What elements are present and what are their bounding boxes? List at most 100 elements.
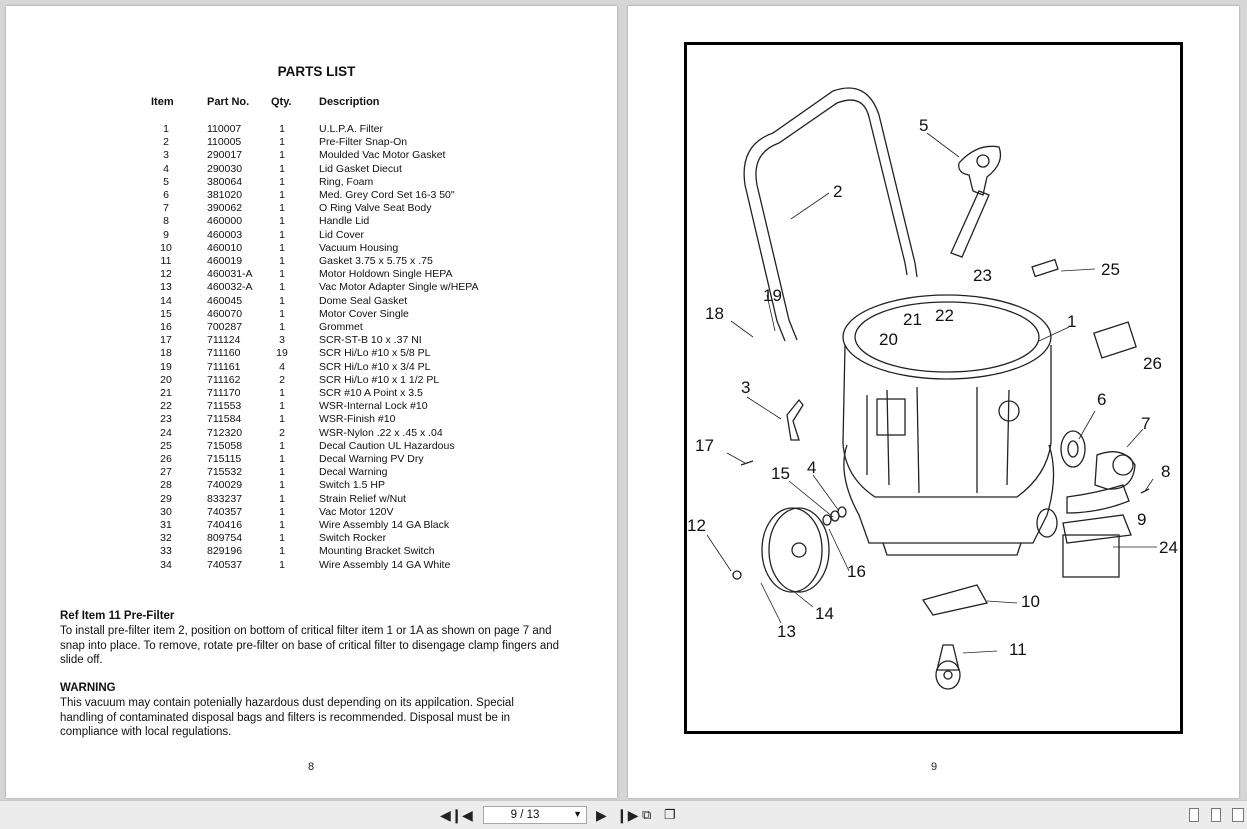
parts-list-title: PARTS LIST	[277, 64, 356, 79]
part-quantity: 2	[279, 373, 285, 386]
part-quantity: 1	[279, 505, 285, 518]
part-item-number: 19	[160, 360, 172, 373]
part-number: 380064	[207, 175, 243, 188]
part-number: 711162	[207, 373, 241, 386]
part-item-number: 31	[160, 519, 172, 531]
part-number: 711124	[207, 334, 241, 347]
callout-17: 17	[695, 436, 714, 455]
warning-heading: WARNING	[60, 682, 116, 694]
part-description: Med. Grey Cord Set 16-3 50"	[319, 189, 455, 201]
part-number: 712320	[207, 426, 243, 439]
part-description: Motor Holdown Single HEPA	[319, 268, 453, 281]
part-description: Dome Seal Gasket	[319, 294, 408, 307]
part-description: Vacuum Housing	[319, 241, 399, 254]
callout-26: 26	[1143, 354, 1162, 373]
part-item-number: 20	[160, 373, 172, 386]
vacuum-exploded-drawing: 5 2 23 25 19 18 21 22 1 20 26 3 6 7 17 1…	[687, 87, 1178, 690]
viewer-toolbar: ◀❙ ◀ 9 / 13 ▼ ▶ ❙▶ ⧉ ❐	[0, 800, 1247, 829]
part-quantity: 1	[279, 439, 285, 452]
part-number: 460031-A	[207, 268, 253, 281]
part-number: 829196	[207, 545, 243, 558]
part-item-number: 2	[163, 136, 169, 149]
callout-19: 19	[763, 286, 782, 305]
part-description: Motor Cover Single	[319, 307, 409, 320]
part-description: WSR-Internal Lock #10	[319, 400, 428, 413]
part-number: 740416	[207, 519, 243, 531]
document-page-8: PARTS LIST Item Part No. Qty. Descriptio…	[6, 6, 617, 798]
part-description: Decal Warning	[319, 466, 388, 479]
part-item-number: 7	[163, 202, 169, 215]
part-number: 460032-A	[207, 281, 253, 294]
part-number: 460019	[207, 255, 243, 267]
part-number: 740357	[207, 505, 243, 518]
page-selector[interactable]: 9 / 13 ▼	[483, 806, 587, 824]
part-item-number: 3	[163, 149, 169, 162]
part-quantity: 1	[279, 162, 285, 175]
part-number: 460000	[207, 215, 243, 228]
part-quantity: 2	[279, 426, 285, 439]
part-description: Ring, Foam	[319, 175, 374, 188]
part-item-number: 9	[163, 228, 169, 241]
part-description: Mounting Bracket Switch	[319, 545, 435, 558]
first-page-icon[interactable]: ◀❙	[440, 807, 463, 823]
next-page-icon[interactable]: ▶	[596, 807, 607, 823]
callout-3: 3	[741, 378, 750, 397]
callout-21: 21	[903, 310, 922, 329]
callout-15: 15	[771, 464, 790, 483]
part-quantity: 1	[279, 479, 285, 492]
page-number: 9	[931, 761, 938, 773]
part-item-number: 11	[160, 255, 172, 267]
part-item-number: 24	[160, 426, 172, 439]
part-item-number: 29	[160, 492, 172, 505]
part-quantity: 1	[279, 241, 285, 254]
part-description: Handle Lid	[319, 215, 370, 228]
select-icon[interactable]: ❐	[664, 807, 676, 822]
callout-23: 23	[973, 266, 992, 285]
callout-1: 1	[1067, 312, 1076, 331]
part-quantity: 4	[279, 360, 285, 373]
part-number: 740029	[207, 479, 243, 492]
facing-view-icon[interactable]	[1232, 808, 1244, 822]
part-quantity: 1	[279, 255, 285, 267]
copy-icon[interactable]: ⧉	[642, 807, 652, 822]
part-number: 711170	[207, 387, 241, 399]
callout-14: 14	[815, 604, 834, 623]
part-description: O Ring Valve Seat Body	[319, 202, 432, 215]
last-page-icon[interactable]: ❙▶	[616, 807, 639, 823]
part-quantity: 1	[279, 545, 285, 558]
part-number: 833237	[207, 492, 243, 505]
chevron-down-icon: ▼	[573, 809, 582, 819]
part-description: WSR-Finish #10	[319, 413, 396, 426]
part-quantity: 1	[279, 215, 285, 228]
single-page-view-icon[interactable]	[1189, 808, 1199, 822]
callout-9: 9	[1137, 510, 1146, 529]
part-item-number: 23	[160, 413, 172, 426]
continuous-view-icon[interactable]	[1211, 808, 1221, 822]
part-item-number: 28	[160, 479, 172, 492]
part-number: 110007	[207, 123, 242, 135]
previous-page-icon[interactable]: ◀	[462, 807, 473, 823]
part-item-number: 12	[160, 268, 172, 281]
part-quantity: 1	[279, 519, 285, 531]
part-description: Moulded Vac Motor Gasket	[319, 149, 446, 162]
part-item-number: 22	[160, 400, 172, 413]
